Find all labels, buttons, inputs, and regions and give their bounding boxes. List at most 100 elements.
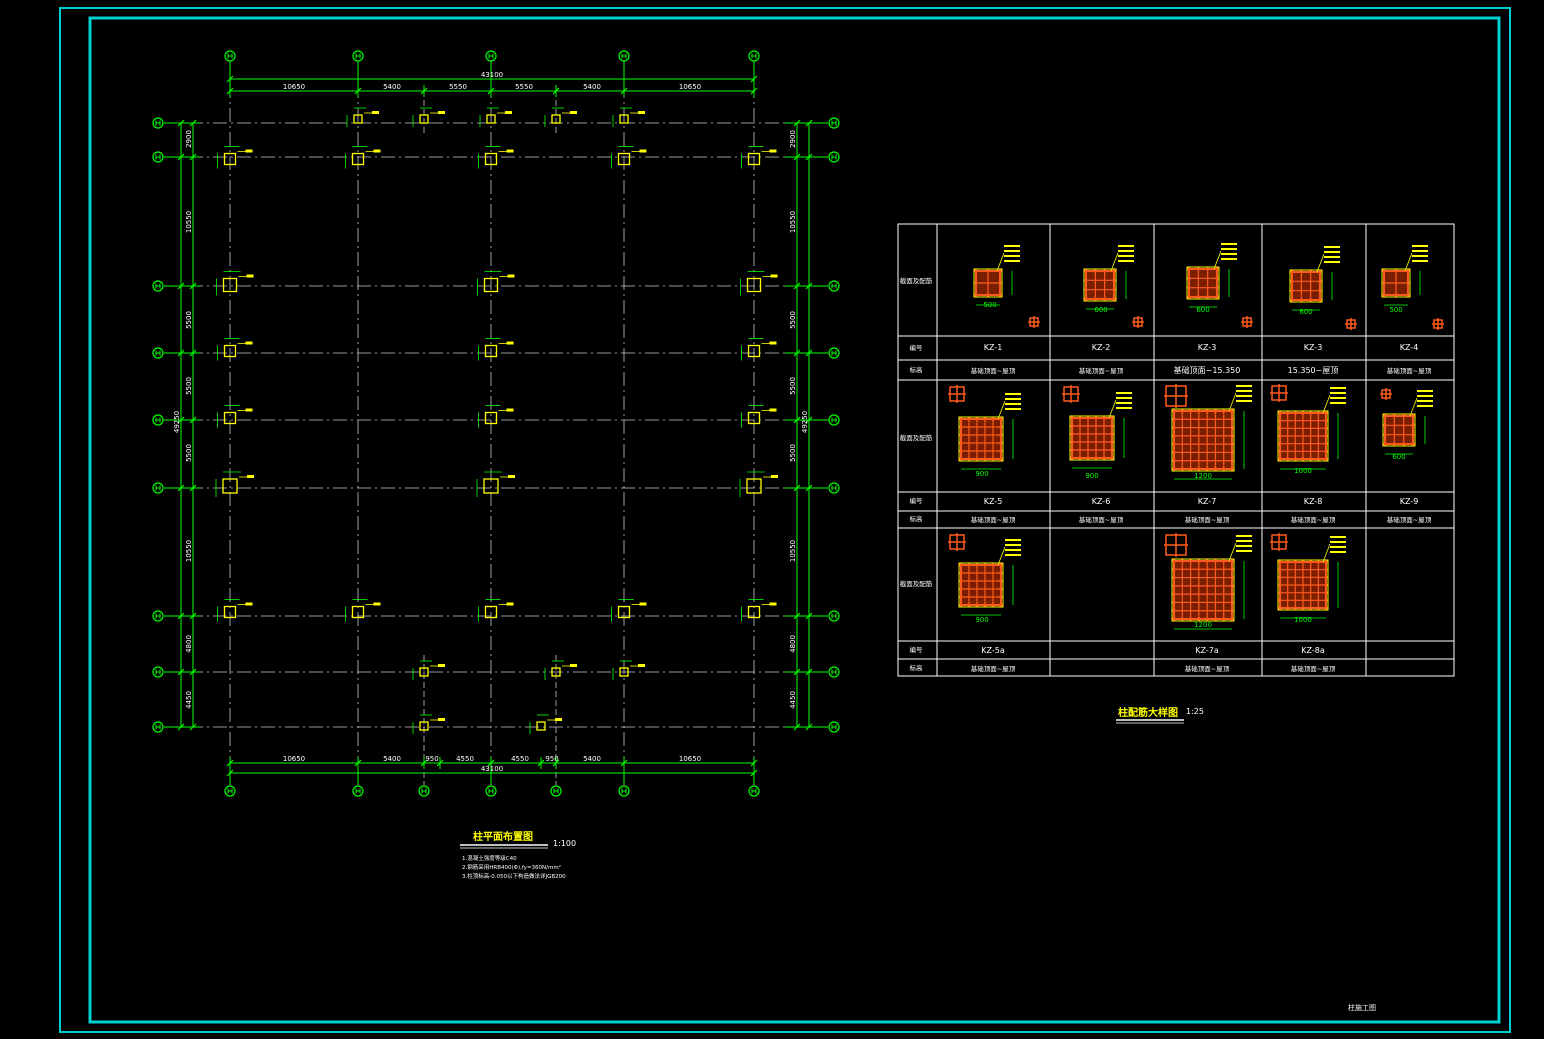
section-rebar [1324,434,1328,438]
section-rebar [1394,293,1398,297]
column-tag [506,149,514,153]
kz-elevation: 15.350~屋顶 [1288,366,1339,375]
section-rebar [1278,411,1282,415]
column-tag [373,149,381,153]
axis-bubble [748,50,760,62]
right-dimension-texts: 2900 10550 5500 5500 5500 10550 4800 445… [789,130,809,709]
section-stirrup [1071,417,1113,459]
section-note [1330,397,1346,399]
section-rebar [1172,617,1176,621]
section-rebar [1230,567,1234,571]
plan-column [484,152,498,166]
section-rebar [975,417,979,421]
plan-column [747,411,761,425]
dim-bot-7: 5400 [583,755,601,763]
size-kz3b: 600 [1299,308,1312,316]
section-rebar [1172,600,1176,605]
dim-right-7: 4800 [789,635,797,653]
column-tag [506,341,514,345]
section-note [1330,546,1346,548]
section-rebar [959,563,963,567]
section-rebar [1406,281,1410,285]
section-note [1118,245,1134,247]
section-leader [1213,250,1222,270]
section-rebar [991,563,995,567]
section-rebar [1084,297,1088,301]
section-outline [1069,415,1115,461]
plan-columns [215,107,778,734]
section-rebar [959,595,963,599]
section-rebar [975,563,979,567]
column-tag [245,149,253,153]
section-rebar [959,433,963,437]
table-border [897,223,1455,677]
column-tag [638,111,645,114]
detail-table-grid [897,223,1455,677]
section-note [1236,535,1252,537]
kz-elevation: 基础顶面~屋顶 [971,366,1016,375]
section-outline [1171,408,1235,472]
left-dimension-texts: 2900 10550 5500 5500 5500 10550 4800 445… [173,130,193,709]
kz-label: KZ-5 [984,497,1003,506]
plan-column [223,152,237,166]
section-note [1236,400,1252,402]
section-note [1330,387,1346,389]
section-rebar [999,441,1003,445]
plan-column [484,605,498,619]
section-rebar [1290,279,1294,283]
kz-elevation: 基础顶面~屋顶 [971,664,1016,673]
section-stirrup [1173,410,1233,470]
section-rebar [1230,617,1234,621]
section-rebar [1318,279,1322,283]
section-rebar [999,579,1003,583]
section-rebar [991,457,995,461]
section-outline [1382,413,1416,447]
size-kz4: 500 [1389,306,1402,314]
section-rebar [1215,276,1219,280]
section-rebar [1316,560,1320,564]
dim-top-4: 5550 [515,83,533,91]
row1-numbers: KZ-1 KZ-2 KZ-3 KZ-3 KZ-4 [984,343,1419,352]
section-rebar [1187,295,1191,299]
section-rebar [1230,609,1234,613]
section-note [1004,260,1020,262]
section-rebar [1383,442,1387,446]
title-block-name: 柱施工图 [1348,1003,1376,1012]
row3-numbers: KZ-5a KZ-7a KZ-8a [981,646,1325,655]
section-rebar [1110,424,1114,428]
column-tag [245,602,253,606]
section-rebar [1293,560,1297,564]
section-rebar [975,457,979,461]
section-rebar [1205,559,1209,563]
column-tag [639,149,647,153]
section-rebar [1309,606,1313,610]
column-tag [507,274,515,278]
axis-bubble [152,414,164,426]
section-note [1118,250,1134,252]
column-tag [245,341,253,345]
plan-column [223,344,237,358]
row2-elevations: 基础顶面~屋顶 基础顶面~屋顶 基础顶面~屋顶 基础顶面~屋顶 基础顶面~屋顶 [971,515,1432,524]
section-note [1236,385,1252,387]
section-rebar [1278,434,1282,438]
section-outline [973,268,1003,298]
size-kz8a: 1000 [1294,616,1312,624]
dim-bot-8: 10650 [679,755,701,763]
section-rebar [1278,560,1282,564]
section-rebar [1188,409,1193,413]
section-rebar [1230,442,1234,446]
plan-column [619,667,629,677]
plan-column [223,605,237,619]
dim-bot-4: 4550 [456,755,474,763]
column-tag [769,341,777,345]
section-rebar [959,587,963,591]
section-rebar [1172,567,1176,571]
section-rebar [1278,442,1282,446]
section-rebar [1070,416,1074,420]
section-leader [1409,397,1418,417]
section-rebar [1230,600,1234,605]
axis-bubble [485,50,497,62]
section-rebar [1230,434,1234,438]
section-rebar [999,563,1003,567]
section-rebar [1213,409,1218,413]
